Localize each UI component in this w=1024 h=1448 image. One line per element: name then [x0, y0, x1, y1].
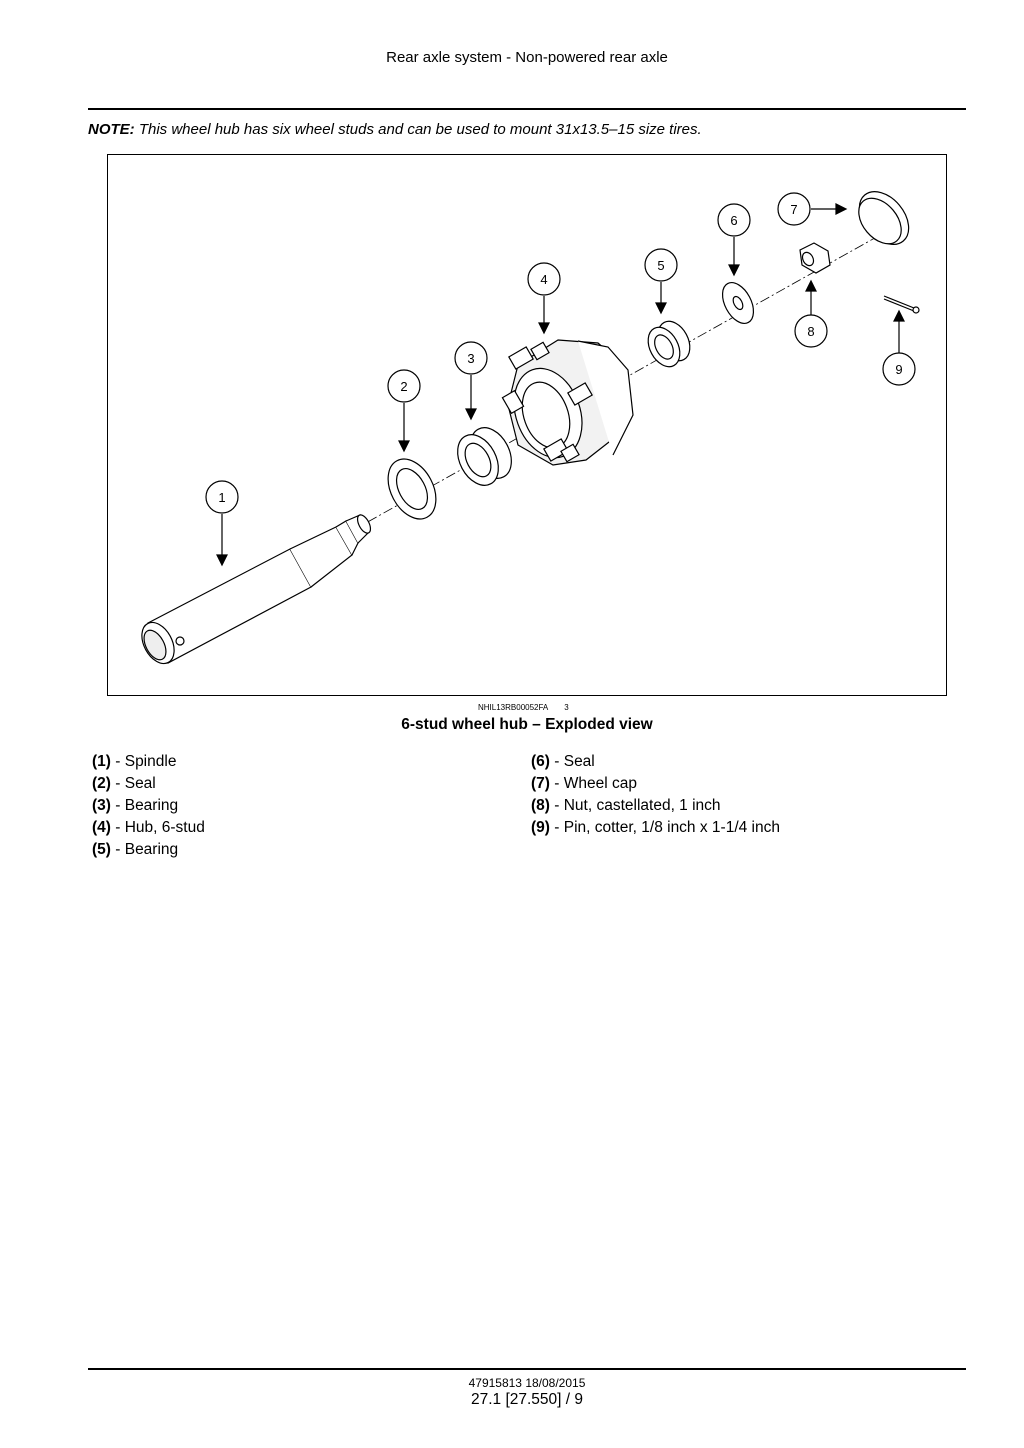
- seal-6-part: [721, 282, 755, 324]
- callout-2: 2: [387, 369, 421, 403]
- legend-item: (3) - Bearing: [92, 797, 179, 814]
- footer-divider: [88, 1368, 966, 1370]
- legend-item: (7) - Wheel cap: [531, 775, 637, 792]
- hub-part: [501, 339, 634, 466]
- footer-page-number: 27.1 [27.550] / 9: [470, 1391, 584, 1408]
- svg-text:1: 1: [218, 490, 225, 505]
- bearing-3-part: [457, 427, 512, 486]
- footer-document-id: 47915813 18/08/2015: [468, 1376, 586, 1390]
- legend-item: (8) - Nut, castellated, 1 inch: [531, 797, 721, 814]
- note-text: This wheel hub has six wheel studs and c…: [134, 121, 702, 138]
- figure-number: 3: [564, 703, 569, 712]
- callout-5: 5: [644, 248, 678, 282]
- svg-text:3: 3: [467, 351, 474, 366]
- bearing-5-part: [647, 320, 691, 368]
- svg-text:7: 7: [790, 202, 797, 217]
- wheel-cap-part: [858, 191, 910, 245]
- legend-left-column: (1) - Spindle (2) - Seal (3) - Bearing (…: [92, 751, 205, 861]
- callout-9: 9: [882, 352, 916, 386]
- svg-text:5: 5: [657, 258, 664, 273]
- exploded-view-drawing: 1 2 3 4 5 6 7 8 9: [141, 191, 920, 665]
- figure-caption: 6-stud wheel hub – Exploded view: [401, 716, 653, 733]
- exploded-view-figure: 1 2 3 4 5 6 7 8 9: [107, 154, 947, 696]
- legend-item: (6) - Seal: [531, 753, 595, 770]
- callout-4: 4: [527, 262, 561, 296]
- svg-text:2: 2: [400, 379, 407, 394]
- svg-text:4: 4: [540, 272, 547, 287]
- callout-8: 8: [794, 314, 828, 348]
- legend-item: (5) - Bearing: [92, 841, 179, 858]
- legend-item: (9) - Pin, cotter, 1/8 inch x 1-1/4 inch: [531, 819, 780, 836]
- figure-reference: NHIL13RB00052FA 3: [478, 703, 569, 712]
- header-divider: [88, 108, 966, 110]
- note: NOTE: This wheel hub has six wheel studs…: [88, 121, 702, 138]
- legend-item: (4) - Hub, 6-stud: [92, 819, 205, 836]
- castellated-nut-part: [799, 242, 831, 274]
- legend-right-column: (6) - Seal (7) - Wheel cap (8) - Nut, ca…: [531, 751, 780, 839]
- svg-text:8: 8: [807, 324, 814, 339]
- callout-3: 3: [454, 341, 488, 375]
- legend-item: (2) - Seal: [92, 775, 156, 792]
- spindle-part: [141, 514, 372, 665]
- svg-text:6: 6: [730, 213, 737, 228]
- legend-item: (1) - Spindle: [92, 753, 177, 770]
- page-header-title: Rear axle system - Non-powered rear axle: [386, 49, 668, 66]
- center-axis-line: [147, 224, 899, 646]
- callout-7: 7: [777, 192, 811, 226]
- callout-1: 1: [205, 480, 239, 514]
- callout-6: 6: [717, 203, 751, 237]
- svg-text:9: 9: [895, 362, 902, 377]
- cotter-pin-part: [883, 295, 920, 314]
- callout-leaders: [216, 203, 905, 567]
- figure-code: NHIL13RB00052FA: [478, 703, 549, 712]
- seal-2-part: [387, 458, 437, 520]
- note-label: NOTE:: [88, 121, 135, 138]
